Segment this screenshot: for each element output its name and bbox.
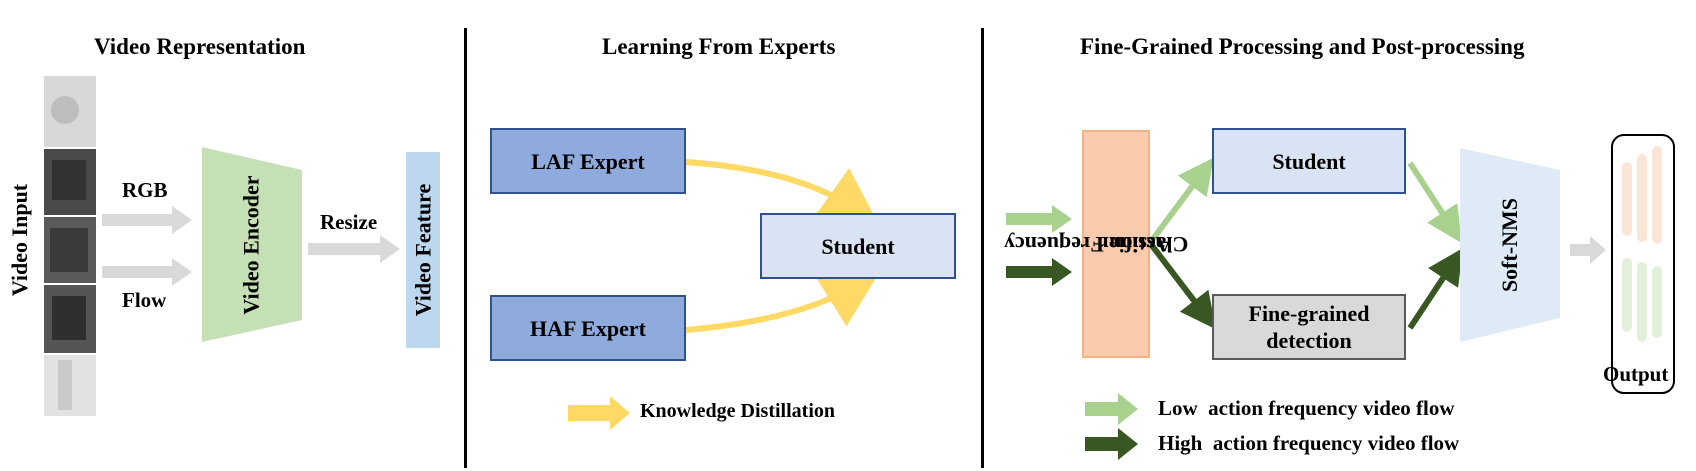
- detection-line2: detection: [1266, 328, 1352, 353]
- video-encoder-label: Video Encoder: [239, 175, 264, 315]
- soft-nms-shape: [1460, 148, 1560, 342]
- detection-to-nms-arrow: [1407, 247, 1463, 330]
- section-title-fine-grained: Fine-Grained Processing and Post-process…: [1080, 34, 1525, 59]
- student-box-learning: Student: [760, 213, 956, 279]
- soft-nms-label: Soft-NMS: [1497, 197, 1523, 293]
- low-to-student-arrow: [1147, 157, 1214, 245]
- video-frames: [44, 76, 96, 416]
- section-title-video-representation: Video Representation: [94, 34, 306, 59]
- section-divider-left: [464, 28, 467, 468]
- haf-distill-arrow: [685, 269, 882, 333]
- rgb-label: RGB: [122, 178, 168, 202]
- flow-arrow: [102, 258, 192, 286]
- video-encoder-shape: [202, 147, 302, 342]
- distill-legend-arrow: [568, 396, 630, 430]
- low-flow-input-arrow: [1006, 205, 1072, 233]
- video-input-label: Video Input: [7, 183, 32, 297]
- resize-arrow: [308, 235, 400, 263]
- resize-label: Resize: [320, 210, 378, 234]
- video-feature-shape: [406, 152, 440, 348]
- section-divider-right: [981, 28, 984, 468]
- section-title-learning-from-experts: Learning From Experts: [602, 34, 836, 59]
- laf-expert-box: LAF Expert: [490, 128, 686, 194]
- high-to-detection-arrow: [1147, 241, 1216, 330]
- output-label: Output: [1603, 362, 1669, 386]
- flow-label: Flow: [122, 288, 167, 312]
- output-bars: [1622, 146, 1662, 342]
- detection-line1: Fine-grained: [1248, 301, 1370, 326]
- low-flow-legend-label: Low action frequency video flow: [1158, 396, 1455, 420]
- output-arrow: [1570, 236, 1606, 264]
- student-box-fine: Student: [1212, 128, 1406, 194]
- high-flow-legend-label: High action frequency video flow: [1158, 431, 1460, 455]
- rgb-arrow: [102, 206, 192, 234]
- haf-expert-box: HAF Expert: [490, 295, 686, 361]
- high-flow-legend-arrow: [1085, 428, 1138, 460]
- low-flow-legend-arrow: [1085, 393, 1138, 425]
- high-flow-input-arrow: [1006, 258, 1072, 286]
- video-feature-label: Video Feature: [410, 183, 435, 317]
- student-to-nms-arrow: [1407, 161, 1462, 244]
- fine-grained-detection-box: Fine-grained detection: [1212, 294, 1406, 360]
- classifier-line2: Classifier: [1099, 232, 1189, 257]
- laf-distill-arrow: [685, 159, 881, 228]
- distill-legend-label: Knowledge Distillation: [640, 400, 836, 422]
